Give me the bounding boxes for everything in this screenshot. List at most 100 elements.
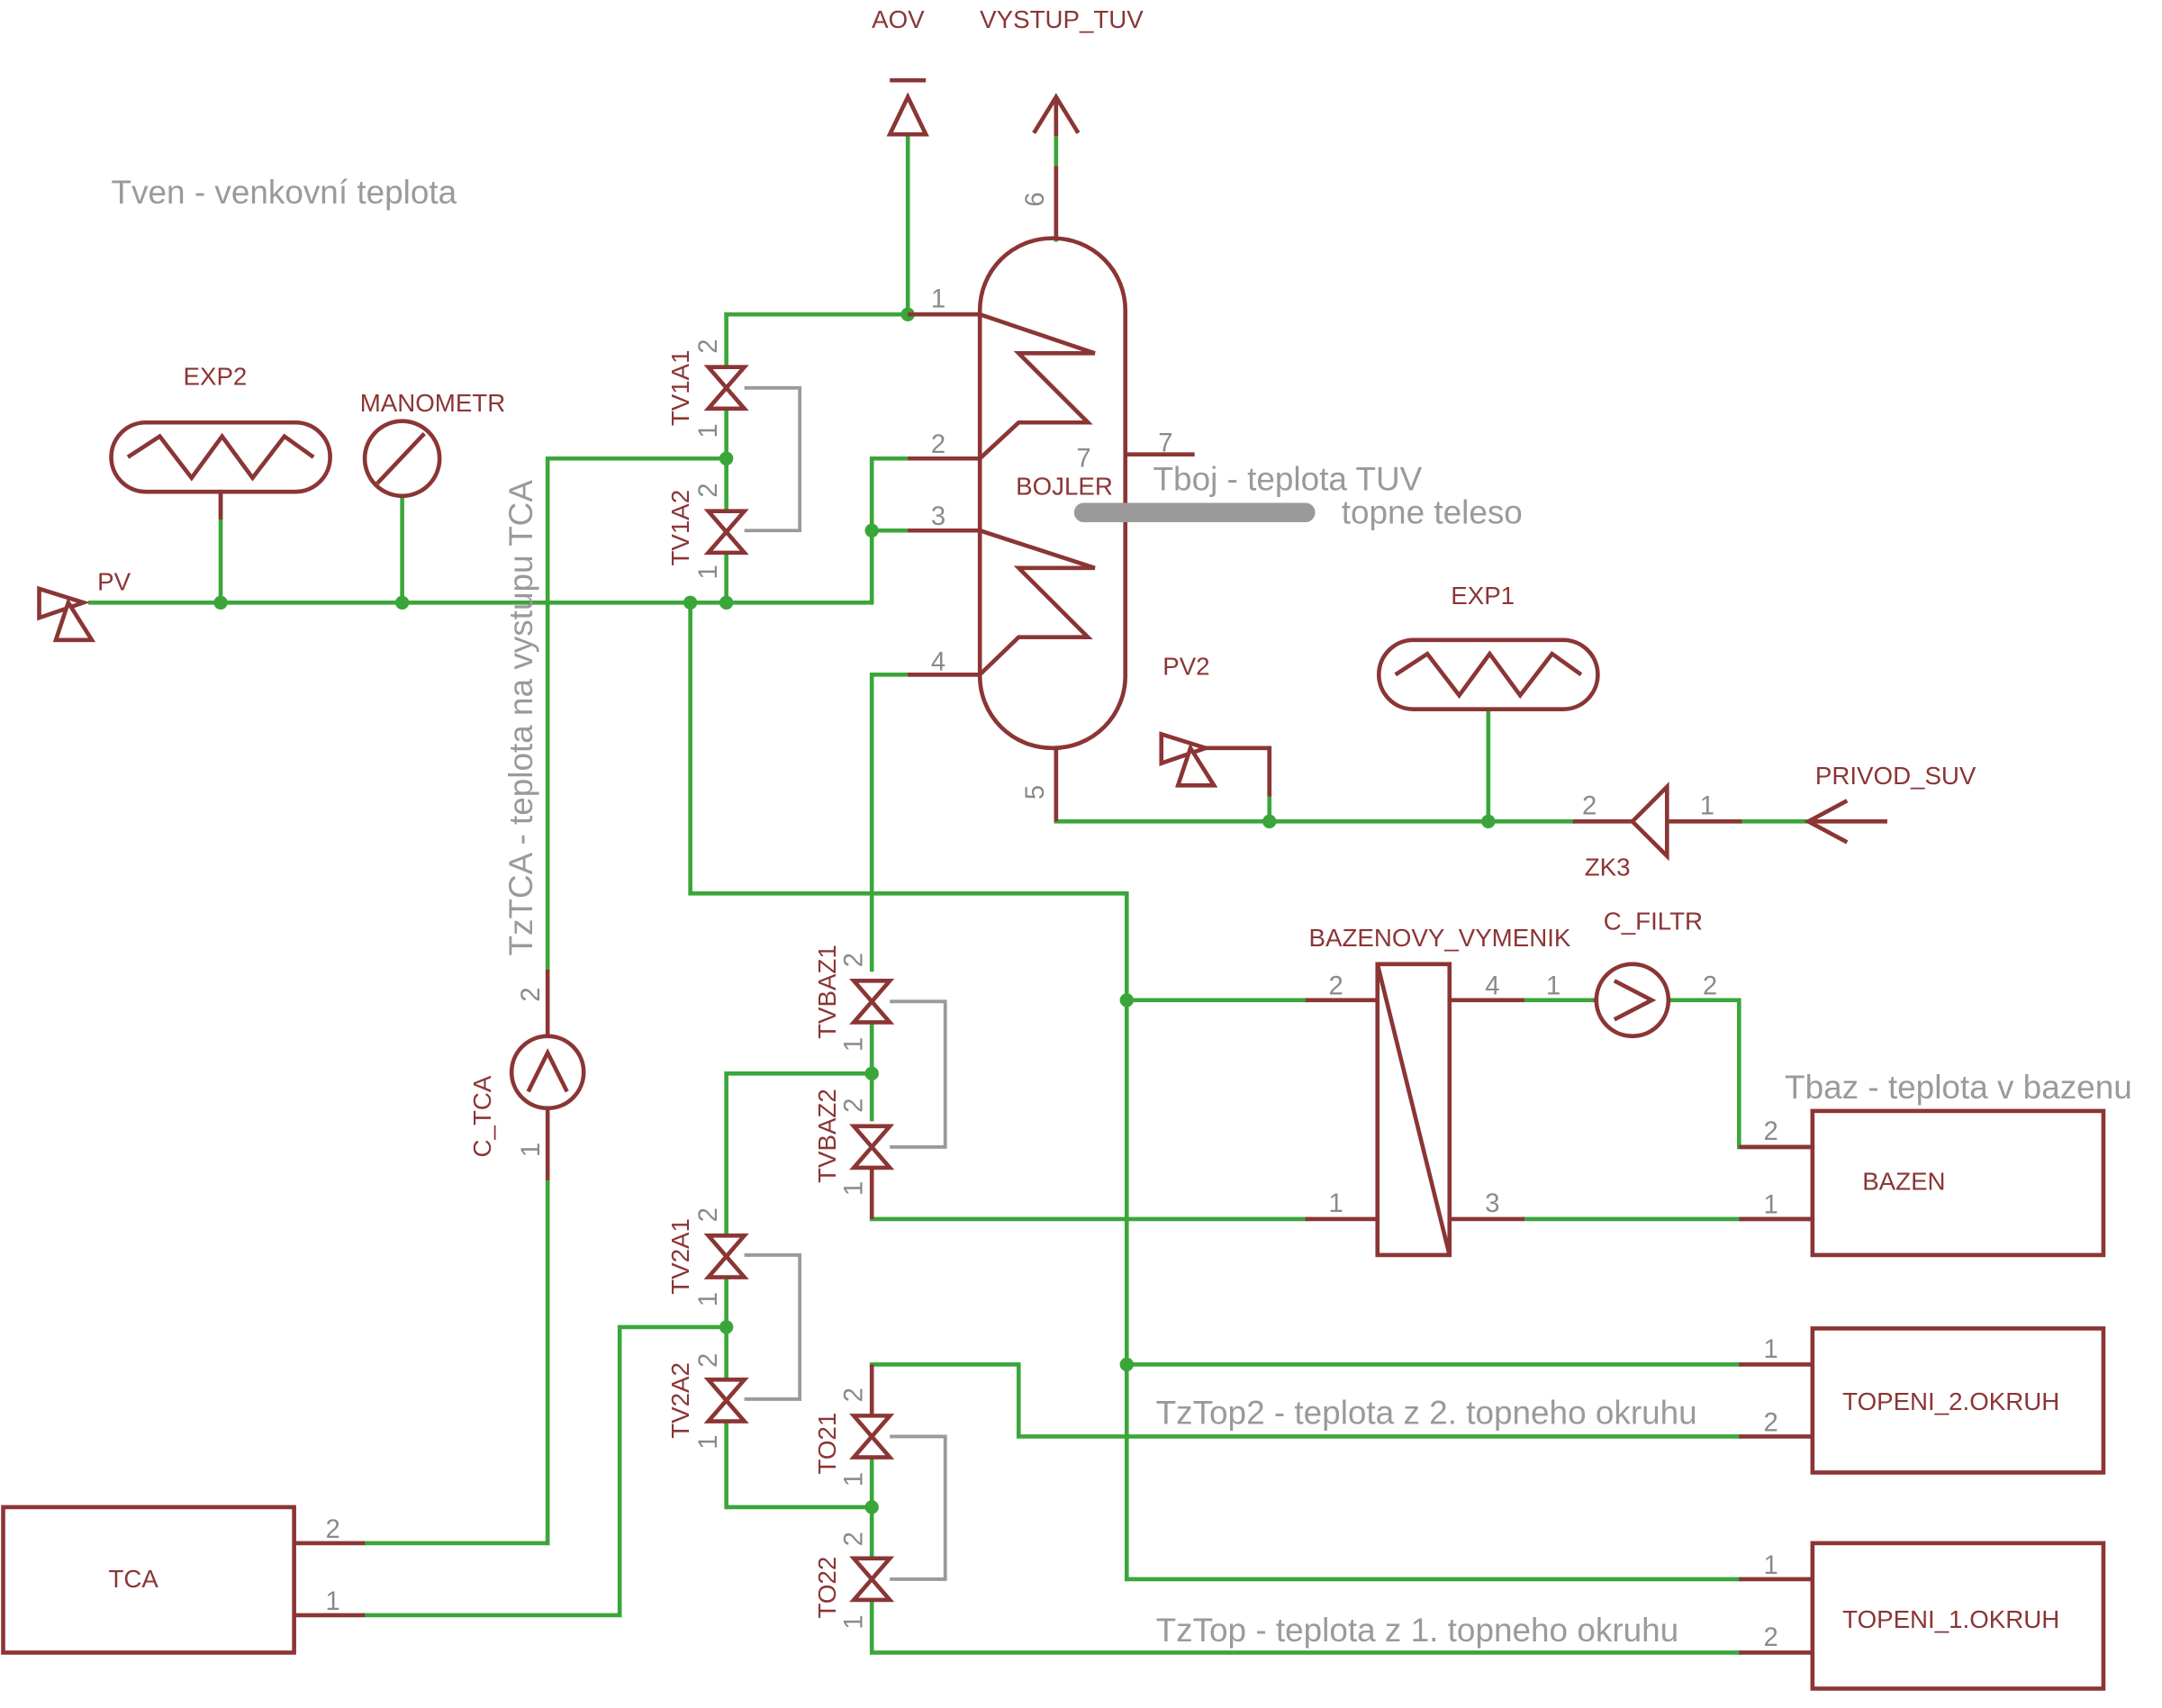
tca-label: TCA (108, 1565, 158, 1593)
note-tboj: Tboj - teplota TUV (1153, 461, 1423, 498)
vystup-tuv-label: VYSTUP_TUV (980, 5, 1144, 33)
pin-number: 3 (1485, 1189, 1499, 1218)
pv-safety-valve-icon (37, 585, 96, 643)
tv1a1-label: TV1A1 (666, 349, 694, 426)
pin-number: 2 (694, 1353, 723, 1368)
bojler-label: BOJLER (1016, 472, 1113, 500)
junctions (213, 307, 1496, 1514)
pin-number: 1 (694, 1292, 723, 1306)
note-tztop: TzTop - teplota z 1. topneho okruhu (1156, 1612, 1679, 1649)
manometr-gauge-icon (362, 419, 442, 499)
pin-number: 2 (839, 1387, 868, 1402)
pin-number: 7 (1158, 429, 1172, 458)
tv2a2-label: TV2A2 (666, 1362, 694, 1439)
pin-number: 1 (931, 285, 945, 314)
bazenovy-vymenik-label: BAZENOVY_VYMENIK (1309, 924, 1571, 952)
tv2a1-label: TV2A1 (666, 1218, 694, 1295)
tca-box (1, 1505, 366, 1655)
tv1a2-label: TV1A2 (666, 490, 694, 566)
privod-suv-arrow-icon (1804, 799, 1887, 845)
bojler-tank (908, 166, 1195, 822)
exp2-label: EXP2 (184, 363, 248, 391)
vystup-tuv-arrow-icon (1032, 93, 1081, 136)
pin-number: 2 (694, 339, 723, 353)
pin-number: 1 (694, 1434, 723, 1449)
pin-number: 2 (931, 430, 945, 459)
pin-number: 1 (839, 1614, 868, 1629)
zk3-label: ZK3 (1585, 853, 1631, 881)
note-tztop2: TzTop2 - teplota z 2. topneho okruhu (1156, 1395, 1697, 1432)
pin-number: 2 (839, 953, 868, 967)
pin-number: 1 (1328, 1189, 1343, 1218)
pv2-safety-valve-icon (1159, 731, 1272, 797)
pin-number: 1 (1764, 1551, 1778, 1580)
to21-label: TO21 (813, 1413, 841, 1475)
pin-number: 3 (931, 502, 945, 531)
pin-number: 2 (694, 1207, 723, 1222)
tv2a2-valve-icon (703, 1378, 749, 1423)
pin-number: 1 (1546, 972, 1560, 1001)
pin-number: 1 (1764, 1335, 1778, 1364)
exp2-symbol (109, 420, 332, 520)
privod-suv-label: PRIVOD_SUV (1815, 762, 1977, 790)
tvbaz1-label: TVBAZ1 (813, 944, 841, 1039)
pin-number: 2 (1328, 972, 1343, 1001)
tv1a1-valve-icon (703, 365, 749, 411)
pin-number: 2 (1764, 1408, 1778, 1437)
tvbaz2-valve-icon (849, 1124, 895, 1170)
note-tztca: TzTCA - teplota na vystupu TCA (502, 480, 539, 956)
pin-number: 5 (1021, 785, 1050, 800)
bazen-box (1739, 1108, 2106, 1258)
pin-number: 2 (1703, 972, 1717, 1001)
pin-number: 2 (1582, 792, 1597, 821)
pin-number: 2 (839, 1532, 868, 1546)
pin-number: 2 (517, 988, 546, 1002)
pin-number: 1 (517, 1143, 546, 1157)
pin-number: 1 (694, 423, 723, 438)
pin-number: 1 (1764, 1191, 1778, 1220)
c-tca-label: C_TCA (468, 1075, 496, 1157)
pin-number: 4 (1485, 972, 1499, 1001)
pin-number: 1 (839, 1037, 868, 1052)
tv1a2-valve-icon (703, 509, 749, 556)
exp1-label: EXP1 (1451, 582, 1515, 610)
bazenovy-vymenik-symbol (1305, 962, 1524, 1258)
topeni-2-box (1739, 1326, 2106, 1475)
c-filtr-label: C_FILTR (1604, 907, 1703, 935)
tv2a1-valve-icon (703, 1234, 749, 1279)
valve-links (744, 385, 947, 1581)
pin-number: 4 (931, 648, 945, 677)
topeni-1-label: TOPENI_1.OKRUH (1842, 1605, 2059, 1633)
pin-number: 6 (1021, 192, 1050, 206)
to22-label: TO22 (813, 1557, 841, 1619)
c-tca-pump-icon (509, 969, 586, 1180)
manometr-label: MANOMETR (360, 389, 506, 417)
tvbaz2-label: TVBAZ2 (813, 1089, 841, 1183)
to21-valve-icon (849, 1414, 895, 1459)
to22-valve-icon (849, 1556, 895, 1603)
note-topne-teleso: topne teleso (1342, 494, 1523, 531)
aov-label: AOV (872, 5, 925, 33)
exp1-symbol (1376, 637, 1600, 712)
pin-number: 2 (839, 1098, 868, 1113)
topeni-1-box (1739, 1541, 2106, 1691)
zk3-check-valve-icon (1572, 782, 1742, 862)
pin-number: 2 (1764, 1117, 1778, 1146)
pin-number: 1 (1700, 792, 1714, 821)
pin-numbers: 1 2 3 4 5 6 7 7 2 1 2 1 2 1 2 4 1 3 1 2 … (326, 192, 1778, 1651)
pin-number: 2 (1764, 1623, 1778, 1652)
aov-symbol (886, 77, 929, 137)
pin-number: 1 (839, 1472, 868, 1487)
pin-number: 2 (326, 1515, 340, 1544)
pin-number: 1 (326, 1587, 340, 1616)
pin-number: 1 (694, 565, 723, 579)
annotations: Tven - venkovní teplota Tboj - teplota T… (112, 174, 2132, 1649)
note-tbaz: Tbaz - teplota v bazenu (1785, 1069, 2132, 1106)
pv-label: PV (97, 567, 131, 595)
pin-number: 7 (1076, 444, 1090, 473)
bazen-label: BAZEN (1862, 1168, 1945, 1196)
topeni-2-label: TOPENI_2.OKRUH (1842, 1387, 2059, 1415)
component-labels: AOV VYSTUP_TUV EXP2 MANOMETR PV TV1A1 TV… (97, 5, 2059, 1633)
pin-number: 1 (839, 1181, 868, 1196)
